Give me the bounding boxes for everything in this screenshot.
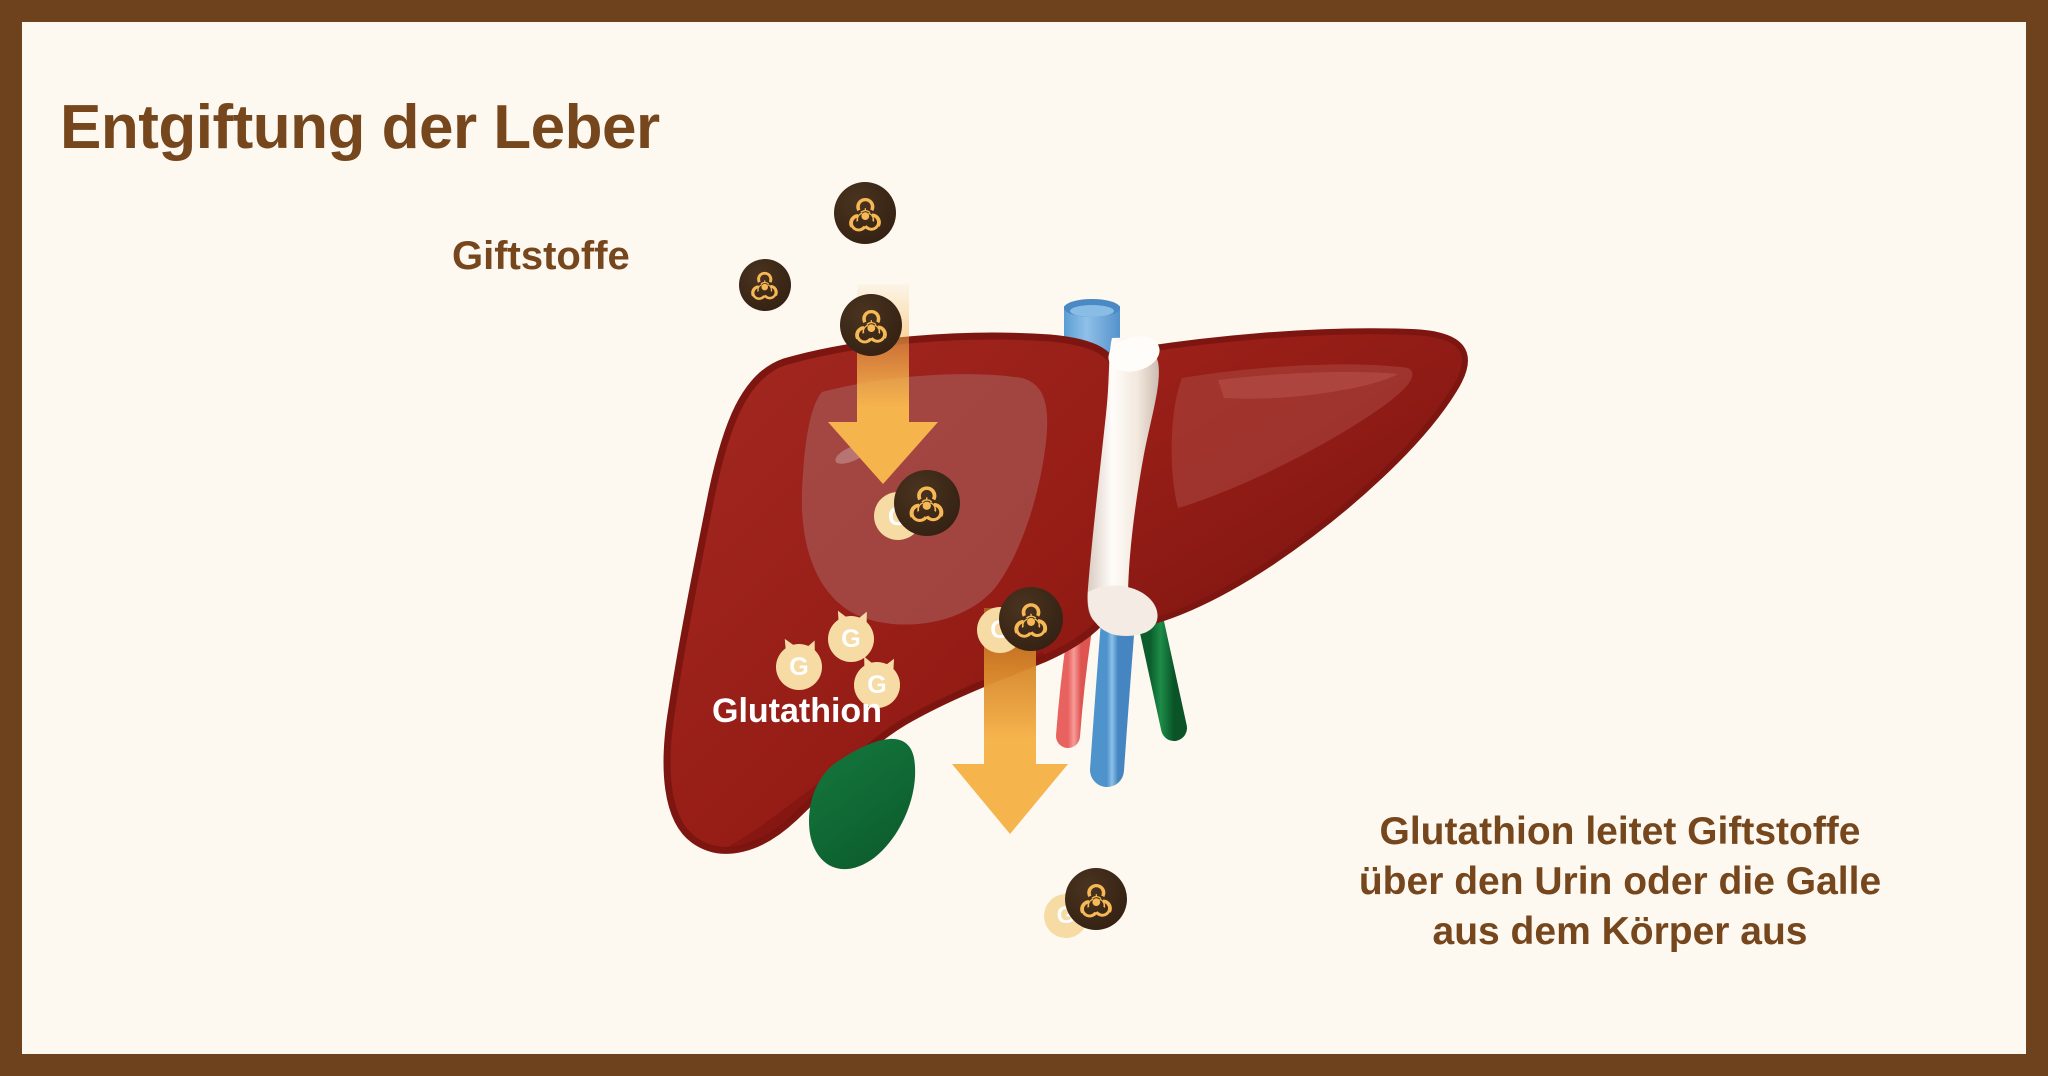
poster-inner-panel: Entgiftung der Leber: [22, 22, 2026, 1054]
toxin-icon-1: [834, 182, 896, 244]
biohazard-icon: [854, 309, 887, 344]
glutathione-token-4: G: [854, 654, 900, 708]
liver-bottom-shade: [726, 652, 1046, 849]
liver-illustration: [22, 22, 2026, 1054]
glutathione-label: Glutathion: [712, 692, 882, 730]
caption-line-2: über den Urin oder die Galle: [1358, 859, 1882, 903]
liver-right-lobe-highlight: [1171, 364, 1413, 508]
biohazard-icon: [1014, 603, 1048, 638]
biohazard-icon: [751, 272, 779, 301]
bile-duct: [1137, 605, 1187, 741]
toxin-icon-5: [999, 587, 1063, 651]
page-title: Entgiftung der Leber: [60, 92, 660, 162]
toxin-icon-2: [739, 259, 791, 311]
toxins-label: Giftstoffe: [452, 234, 630, 278]
toxin-icon-3: [840, 294, 902, 356]
glutathione-ball: G: [854, 662, 900, 708]
falciform-ligament: [1087, 337, 1159, 627]
glutathione-letter: G: [867, 670, 887, 699]
glutathione-ball: G: [828, 616, 874, 662]
biohazard-icon: [909, 486, 944, 523]
caption-line-3: aus dem Körper aus: [1432, 909, 1808, 953]
liver-right-lobe-gloss: [1218, 372, 1398, 399]
ligament-knob: [1108, 336, 1160, 372]
caption-line-1: Glutathion leitet Giftstoffe: [1379, 810, 1861, 853]
glutathione-letter: G: [841, 624, 861, 653]
toxin-icon-6: [1065, 868, 1127, 930]
ligament-base: [1087, 585, 1158, 636]
glutathione-letter: G: [789, 652, 809, 681]
caption-text: Glutathion leitet Giftstoffe über den Ur…: [1270, 807, 1970, 957]
toxin-excretion-arrow: [952, 608, 1068, 834]
toxin-icon-4: [894, 470, 960, 536]
gallbladder: [809, 738, 916, 870]
glutathione-token-2: G: [828, 607, 874, 662]
liver-diagram-svg: [663, 284, 1468, 870]
glutathione-ball: G: [776, 644, 822, 690]
glutathione-token-3: G: [776, 635, 822, 690]
toxin-intake-arrow: [828, 284, 938, 484]
biohazard-icon: [1079, 883, 1112, 918]
portal-vein: [1090, 605, 1135, 787]
biohazard-icon: [848, 197, 881, 232]
